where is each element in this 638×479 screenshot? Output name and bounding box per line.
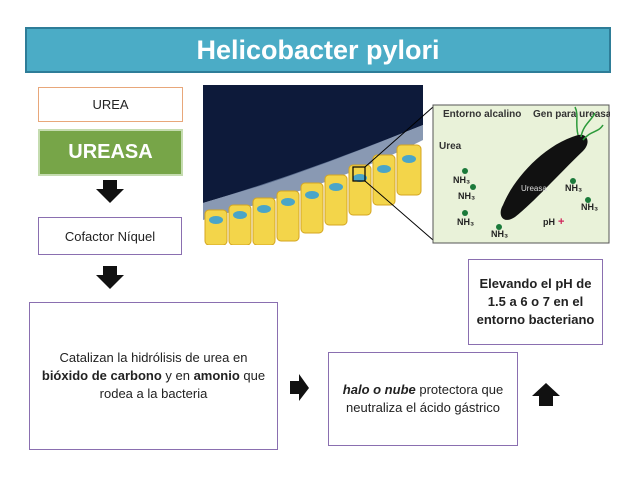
stomach-lumen (203, 85, 423, 203)
ph-box: Elevando el pH de 1.5 a 6 o 7 en el ento… (468, 259, 603, 345)
down-arrow-icon (96, 180, 124, 203)
right-arrow-icon (290, 374, 309, 401)
catalysis-text-2: y en (161, 368, 194, 383)
cofactor-box: Cofactor Níquel (38, 217, 182, 255)
mucus-layer (203, 125, 423, 220)
catalysis-text-3: que rodea a la bacteria (99, 368, 266, 401)
halo-text: halo o nube protectora que neutraliza el… (335, 381, 511, 417)
ureasa-label: UREASA (68, 141, 153, 163)
urea-box: UREA (38, 87, 183, 122)
co2-text: bióxido de carbono (41, 368, 162, 383)
label-ureasa-inner: Ureasa (521, 184, 547, 193)
ammonia-text: amonio (193, 368, 240, 383)
halo-rest: protectora que neutraliza el ácido gástr… (346, 382, 504, 415)
ph-text: Elevando el pH de 1.5 a 6 o 7 en el ento… (476, 276, 595, 327)
ureasa-box: UREASA (38, 129, 183, 176)
zoom-panel (432, 104, 610, 244)
label-urea: Urea (439, 141, 462, 152)
epithelial-cells (204, 144, 422, 245)
catalysis-box: Catalizan la hidrólisis de urea en bióxi… (29, 302, 278, 450)
label-ph: pH (543, 217, 555, 227)
label-entorno: Entorno alcalino (443, 109, 521, 120)
svg-text:NH₃: NH₃ (581, 202, 598, 212)
svg-text:NH₃: NH₃ (458, 191, 475, 201)
up-arrow-icon (532, 383, 560, 406)
svg-text:NH₃: NH₃ (453, 175, 470, 185)
helicobacter-illustration: Entorno alcalino Gen para ureasa Urea Ur… (203, 85, 610, 245)
svg-text:NH₃: NH₃ (457, 217, 474, 227)
cofactor-label: Cofactor Níquel (64, 228, 156, 244)
bacterium (500, 134, 588, 220)
label-gen: Gen para ureasa (533, 109, 610, 120)
zoom-square (352, 166, 366, 182)
svg-text:NH₃: NH₃ (491, 229, 508, 239)
halo-emphasis: halo o nube (342, 382, 416, 397)
catalysis-text: Catalizan la hidrólisis de urea en bióxi… (36, 349, 271, 403)
svg-text:+: + (558, 216, 564, 228)
title-bar: Helicobacter pylori (25, 27, 611, 73)
ammonia-molecules: NH₃ NH₃ NH₃ NH₃ NH₃ NH₃ (453, 168, 598, 239)
page-title: Helicobacter pylori (196, 34, 440, 65)
catalysis-text-1: Catalizan la hidrólisis de urea en (59, 350, 248, 365)
urea-label: UREA (92, 97, 129, 112)
svg-text:NH₃: NH₃ (565, 183, 582, 193)
down-arrow-icon (96, 266, 124, 289)
halo-box: halo o nube protectora que neutraliza el… (328, 352, 518, 446)
